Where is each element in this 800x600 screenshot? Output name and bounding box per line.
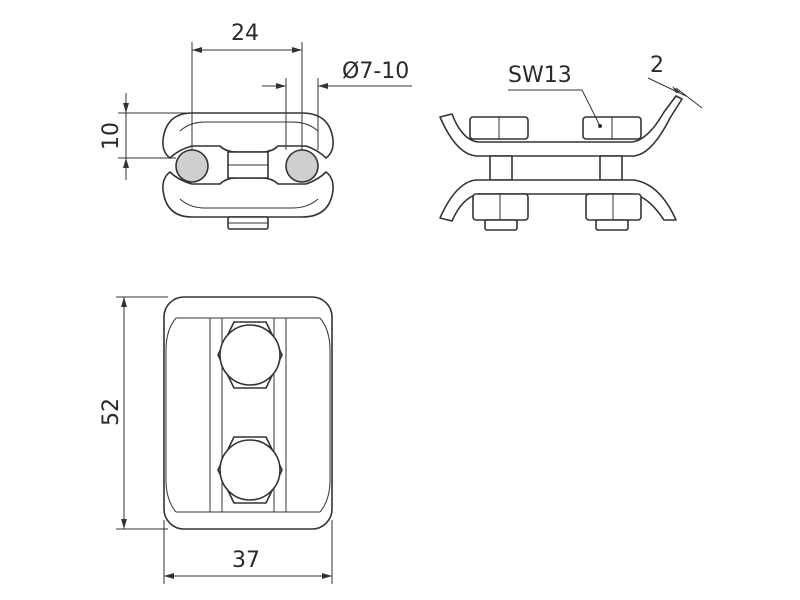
front-conductor-left: [175, 149, 209, 183]
front-lower-jaw-inner: [179, 198, 319, 209]
dim-length-plan: 52: [99, 296, 168, 530]
front-conductor-right: [285, 149, 319, 183]
side-upper-plate: [439, 95, 683, 157]
dim-length-plan-label: 52: [99, 398, 124, 426]
dim-wire-diameter-label: Ø7-10: [342, 59, 409, 84]
front-view: [162, 112, 334, 230]
dim-wire-diameter: Ø7-10: [262, 59, 412, 150]
side-bolt-end-right: [595, 219, 629, 231]
plan-left-rail: [165, 317, 177, 513]
side-bolt-left: [489, 155, 513, 181]
dim-width-plan: 37: [163, 520, 333, 584]
plan-center-channel: [209, 317, 287, 513]
wrench-size-callout: SW13: [508, 63, 601, 127]
plan-upper-bolt-head: [219, 324, 281, 386]
dim-sheet-thickness: 2: [647, 53, 703, 109]
plan-outer-body: [163, 296, 333, 530]
side-view: [439, 95, 683, 231]
dim-sheet-thickness-label: 2: [650, 53, 664, 78]
side-lower-plate: [439, 179, 677, 222]
side-bolt-right: [599, 155, 623, 181]
dim-height-side-label: 10: [99, 122, 124, 150]
dim-height-side: 10: [99, 93, 190, 180]
dim-width-plan-label: 37: [232, 548, 260, 573]
plan-lower-bolt-head: [219, 439, 281, 501]
plan-right-rail: [319, 317, 331, 513]
dim-width-top: 24: [191, 21, 303, 150]
front-upper-jaw-inner: [179, 121, 319, 132]
plan-view: [163, 296, 333, 530]
side-bolt-end-left: [484, 219, 518, 231]
dim-width-top-label: 24: [231, 21, 259, 46]
wrench-size-label: SW13: [508, 63, 572, 88]
